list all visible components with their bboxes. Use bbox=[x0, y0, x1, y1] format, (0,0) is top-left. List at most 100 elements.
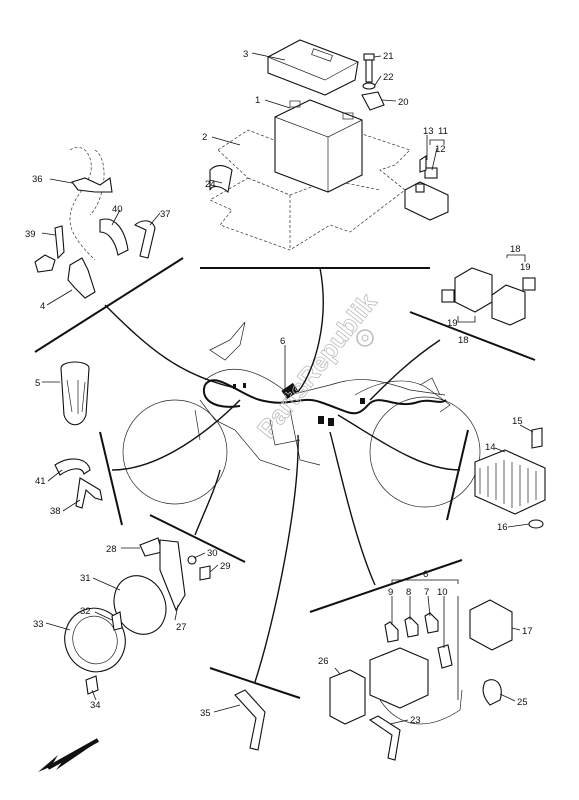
band-24 bbox=[209, 165, 233, 194]
battery-1 bbox=[274, 99, 363, 193]
rectifier-regulator-14 bbox=[474, 427, 546, 529]
watermark: PartsRepublik bbox=[251, 287, 383, 444]
group-dividers bbox=[34, 257, 536, 699]
fuse-box-6 bbox=[369, 647, 429, 709]
relay-19-left bbox=[441, 289, 455, 303]
relay-26 bbox=[329, 669, 366, 725]
label-leaders bbox=[41, 52, 534, 725]
fuse-10 bbox=[437, 644, 453, 669]
callout-7: 7 bbox=[424, 587, 429, 598]
callout-20: 20 bbox=[398, 97, 409, 108]
callout-28: 28 bbox=[106, 544, 117, 555]
battery-box-outline-2 bbox=[209, 129, 411, 251]
callout-21: 21 bbox=[383, 51, 394, 62]
callout-6b: 6 bbox=[423, 569, 428, 580]
ignition-coil-5 bbox=[60, 361, 90, 426]
callout-5: 5 bbox=[35, 378, 40, 389]
callout-9: 9 bbox=[388, 587, 393, 598]
bolt-15 bbox=[531, 427, 543, 449]
starter-relay-11 bbox=[404, 154, 449, 221]
callout-30: 30 bbox=[207, 548, 218, 559]
junction-box bbox=[281, 382, 299, 400]
front-direction-arrow-icon bbox=[38, 742, 97, 772]
callout-23: 23 bbox=[410, 715, 421, 726]
fuse-12 bbox=[424, 167, 438, 179]
relay-18-left bbox=[441, 267, 493, 313]
stay-27 bbox=[159, 539, 186, 612]
callout-4: 4 bbox=[40, 301, 45, 312]
terminal-20 bbox=[361, 91, 385, 111]
callout-26: 26 bbox=[318, 656, 329, 667]
callout-15: 15 bbox=[512, 416, 523, 427]
callout-34: 34 bbox=[90, 700, 101, 711]
callout-22: 22 bbox=[383, 72, 394, 83]
watermark-gear-icon bbox=[356, 329, 374, 347]
callout-1: 1 bbox=[255, 95, 260, 106]
horn-and-brackets bbox=[34, 147, 156, 299]
callout-37: 37 bbox=[160, 209, 171, 220]
callout-14: 14 bbox=[485, 442, 496, 453]
fuse-8 bbox=[404, 616, 419, 638]
callout-33: 33 bbox=[33, 619, 44, 630]
callout-6a: 6 bbox=[280, 336, 285, 347]
wire-harness bbox=[202, 379, 447, 426]
callout-39: 39 bbox=[25, 229, 36, 240]
callout-19b: 19 bbox=[447, 318, 458, 329]
flasher-17 bbox=[469, 599, 513, 651]
bolt-21 bbox=[363, 53, 375, 83]
callout-18: 18 bbox=[510, 244, 521, 255]
lead-36 bbox=[71, 177, 113, 193]
bolt-29 bbox=[199, 565, 211, 581]
callout-12: 12 bbox=[435, 144, 446, 155]
callout-3: 3 bbox=[243, 49, 248, 60]
nut-16 bbox=[528, 519, 544, 529]
motorcycle-outline bbox=[122, 321, 481, 508]
bracket-39 bbox=[54, 225, 65, 260]
lead-35 bbox=[234, 689, 266, 751]
fuse-7 bbox=[424, 612, 439, 634]
callout-31: 31 bbox=[80, 573, 91, 584]
hose-38 bbox=[75, 477, 103, 509]
screw-34 bbox=[85, 675, 99, 695]
lead-23 bbox=[368, 715, 401, 761]
callout-10: 10 bbox=[437, 587, 448, 598]
clamp-37 bbox=[134, 220, 156, 259]
hose-40 bbox=[99, 218, 129, 256]
fuse-box-and-leads bbox=[234, 599, 513, 761]
cover-4 bbox=[67, 257, 96, 299]
relay-18-right bbox=[491, 277, 536, 326]
callout-8: 8 bbox=[406, 587, 411, 598]
leader-curves bbox=[104, 267, 461, 683]
fuse-9 bbox=[384, 621, 399, 643]
callout-32: 32 bbox=[80, 606, 91, 617]
callout-24: 24 bbox=[205, 179, 216, 190]
callout-35: 35 bbox=[200, 708, 211, 719]
headlight-33 bbox=[64, 607, 126, 673]
callout-25: 25 bbox=[517, 697, 528, 708]
callout-labels: 3 21 22 1 20 2 13 11 12 24 36 40 37 39 1… bbox=[25, 49, 533, 726]
callout-27: 27 bbox=[176, 622, 187, 633]
callout-18b: 18 bbox=[458, 335, 469, 346]
bolt-13 bbox=[419, 154, 427, 173]
callout-41: 41 bbox=[35, 476, 46, 487]
callout-19: 19 bbox=[520, 262, 531, 273]
washer-22 bbox=[362, 82, 376, 90]
relay-19-right bbox=[522, 277, 536, 291]
arrow-shaft bbox=[47, 738, 99, 770]
clamp-25 bbox=[482, 679, 502, 706]
callout-11: 11 bbox=[438, 126, 448, 137]
callout-40: 40 bbox=[112, 204, 123, 215]
callout-36: 36 bbox=[32, 174, 43, 185]
callout-brackets bbox=[391, 139, 526, 584]
headlight-bracket-group bbox=[64, 537, 211, 695]
bracket-28 bbox=[139, 537, 163, 557]
battery-cover-3 bbox=[267, 39, 359, 96]
callout-29: 29 bbox=[220, 561, 231, 572]
callout-13: 13 bbox=[423, 126, 434, 137]
callout-2: 2 bbox=[202, 132, 207, 143]
screw-32 bbox=[111, 611, 123, 631]
callout-38: 38 bbox=[50, 506, 61, 517]
callout-17: 17 bbox=[522, 626, 533, 637]
